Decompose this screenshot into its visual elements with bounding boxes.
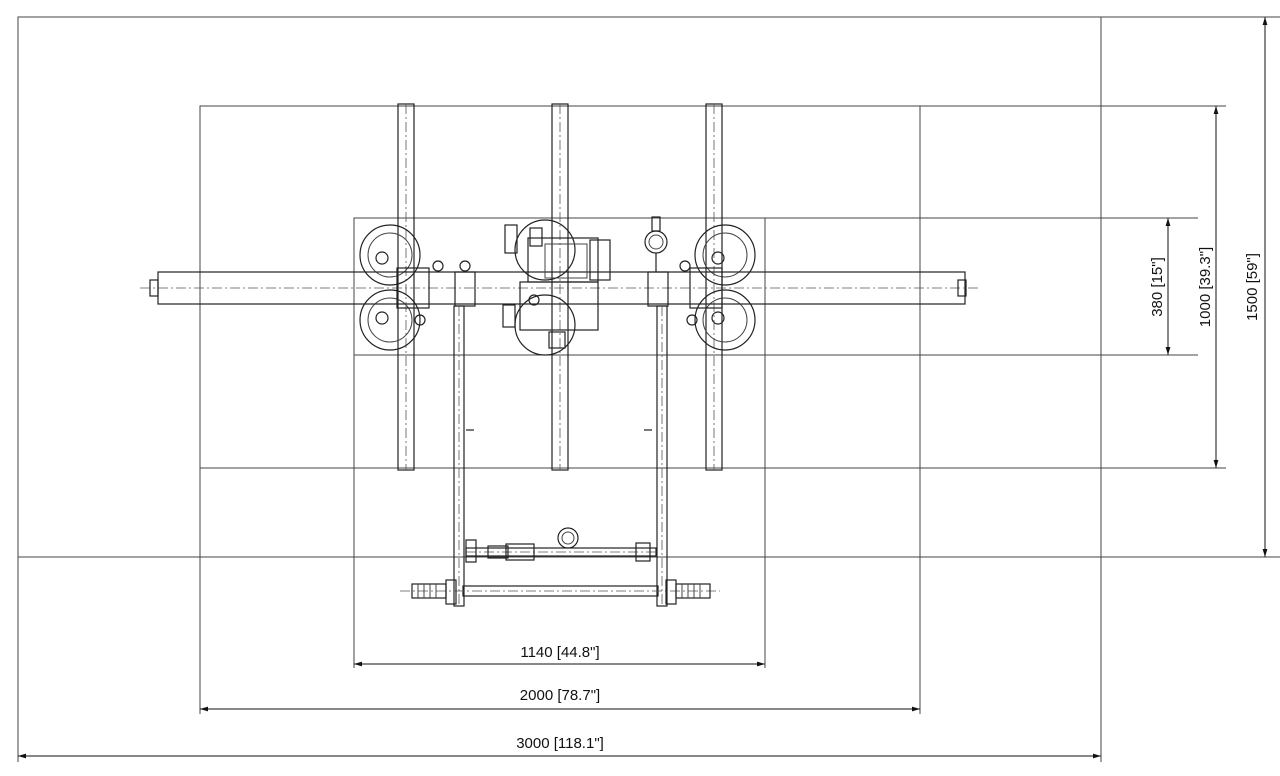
handle-grips (411, 579, 711, 605)
fittings (414, 260, 698, 326)
handle-frame (400, 305, 720, 607)
outline-1140x380 (353, 217, 766, 356)
suction-pads (359, 219, 756, 356)
cross-tubes (397, 103, 723, 471)
dimension-labels: 1140 [44.8"] 2000 [78.7"] 3000 [118.1"] … (516, 247, 1261, 752)
dim-label-380: 380 [15"] (1149, 257, 1166, 317)
plate-outlines (17, 16, 1280, 762)
main-beam (140, 267, 980, 309)
dim-label-1140: 1140 [44.8"] (520, 644, 599, 661)
dim-label-1000: 1000 [39.3"] (1197, 247, 1214, 327)
dim-label-1500: 1500 [59"] (1244, 253, 1261, 321)
dim-label-3000: 3000 [118.1"] (516, 735, 604, 752)
pump-unit (502, 216, 668, 349)
vacuum-lifter (140, 103, 980, 607)
dimension-lines (18, 17, 1268, 759)
dim-label-2000: 2000 [78.7"] (520, 687, 600, 704)
outline-3000x1500 (17, 16, 1102, 558)
